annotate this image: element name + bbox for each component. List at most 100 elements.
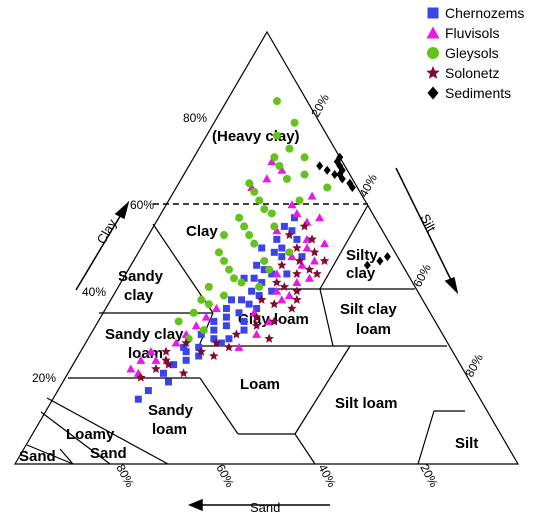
boundary-sand-right bbox=[59, 448, 74, 465]
clay-tick-80: 80% bbox=[183, 111, 207, 125]
gleysols-point bbox=[267, 209, 276, 218]
gleysols-point bbox=[214, 248, 223, 257]
texture-class-boundaries bbox=[13, 30, 520, 465]
axis-arrows bbox=[75, 167, 459, 512]
region-silt-clay-loam-1: Silt clay bbox=[340, 301, 397, 318]
fluvisols-point bbox=[264, 316, 274, 325]
gleysols-point bbox=[204, 300, 213, 309]
chernozems-point bbox=[240, 317, 248, 325]
gleysols-point bbox=[285, 144, 294, 153]
solonetz-point bbox=[279, 281, 290, 291]
chernozems-point bbox=[210, 335, 218, 343]
gleysols-legend-marker bbox=[427, 47, 439, 59]
clay-axis-ticks: 80% 60% 40% 20% bbox=[32, 111, 207, 385]
gleysols-point bbox=[290, 118, 299, 127]
region-loam: Loam bbox=[240, 376, 280, 393]
solonetz-point bbox=[312, 268, 322, 278]
chernozems-point bbox=[288, 227, 296, 235]
boundary-clay-loam-right bbox=[319, 288, 334, 347]
chernozems-point bbox=[280, 222, 288, 230]
fluvisols-point bbox=[292, 278, 302, 287]
gleysols-point bbox=[323, 183, 332, 192]
chernozems-point bbox=[253, 304, 261, 312]
gleysols-point bbox=[260, 256, 269, 265]
chernozems-point bbox=[253, 261, 261, 269]
solonetz-point bbox=[292, 243, 302, 252]
solonetz-point bbox=[319, 256, 330, 265]
sediments-point bbox=[316, 161, 324, 171]
solonetz-point bbox=[196, 346, 206, 356]
sand-arrow-head bbox=[188, 498, 203, 512]
region-sand: Sand bbox=[19, 448, 56, 465]
gleysols-point bbox=[255, 282, 264, 291]
silt-tick-60: 60% bbox=[410, 261, 434, 289]
gleysols-point bbox=[250, 187, 259, 196]
fluvisols-point bbox=[201, 312, 211, 321]
silt-axis-ticks: 20% 40% 60% 80% bbox=[308, 91, 486, 379]
region-loamy-sand-2: Sand bbox=[90, 445, 127, 462]
solonetz-point bbox=[269, 316, 279, 326]
sediments-point bbox=[383, 252, 391, 262]
region-heavy-clay: (Heavy clay) bbox=[212, 128, 300, 145]
fluvisols-point bbox=[310, 256, 320, 265]
clay-arrow-head bbox=[114, 200, 130, 220]
solonetz-point bbox=[307, 234, 317, 244]
chernozems-point bbox=[270, 248, 278, 256]
gleysols-point bbox=[174, 317, 183, 326]
region-sandy-clay-loam-1: Sandy clay bbox=[105, 326, 184, 343]
silt-arrow-head bbox=[444, 276, 459, 295]
chernozems-point bbox=[217, 339, 225, 347]
gleysols-point bbox=[189, 308, 198, 317]
clay-tick-60: 60% bbox=[130, 198, 154, 212]
solonetz-point bbox=[309, 247, 320, 257]
gleysols-point bbox=[265, 265, 274, 274]
clay-tick-20: 20% bbox=[32, 371, 56, 385]
chernozems-point bbox=[255, 292, 263, 300]
solonetz-point bbox=[211, 338, 222, 348]
chernozems-legend-marker bbox=[427, 7, 439, 19]
gleysols-point bbox=[230, 274, 239, 283]
chernozems-point bbox=[240, 326, 248, 334]
sediments-point bbox=[376, 256, 384, 266]
sediments-point bbox=[363, 260, 371, 270]
sediments-point bbox=[331, 170, 339, 180]
solonetz-point bbox=[299, 221, 310, 231]
gleysols-point bbox=[270, 153, 279, 162]
boundary-loam-right bbox=[294, 345, 351, 435]
chernozems-point bbox=[225, 335, 233, 343]
fluvisols-point bbox=[136, 355, 146, 364]
gleysols-point bbox=[275, 161, 284, 170]
gleysols-point bbox=[235, 213, 244, 222]
fluvisols-point bbox=[287, 252, 297, 261]
chernozems-point bbox=[290, 214, 298, 222]
chernozems-point bbox=[222, 313, 230, 321]
sediments-point bbox=[348, 183, 356, 193]
chernozems-point bbox=[298, 253, 306, 261]
solonetz-point bbox=[251, 312, 262, 322]
sediments-legend-label: Sediments bbox=[445, 85, 511, 101]
gleysols-point bbox=[225, 265, 233, 274]
region-silty-clay-2: clay bbox=[346, 265, 376, 282]
region-silt-loam: Silt loam bbox=[335, 395, 398, 412]
boundary-loamy-sand-top bbox=[40, 411, 111, 465]
solonetz-point bbox=[256, 294, 267, 304]
boundary-sand-upper bbox=[26, 444, 74, 465]
fluvisols-point bbox=[211, 303, 221, 312]
fluvisols-point bbox=[151, 355, 161, 364]
region-silt: Silt bbox=[455, 435, 478, 452]
chernozems-point bbox=[238, 296, 246, 304]
chernozems-legend-label: Chernozems bbox=[445, 5, 524, 21]
region-silty-clay-1: Silty bbox=[346, 247, 378, 264]
chernozems-point bbox=[258, 244, 266, 252]
fluvisols-point bbox=[277, 165, 287, 174]
fluvisols-legend-marker bbox=[426, 26, 440, 39]
solonetz-point bbox=[269, 299, 279, 309]
gleysols-point bbox=[270, 222, 279, 231]
boundary-silt-loam-left bbox=[294, 433, 316, 465]
fluvisols-point bbox=[126, 364, 136, 373]
sand-axis-label: Sand bbox=[250, 500, 280, 515]
solonetz-point bbox=[178, 368, 189, 378]
solonetz-point bbox=[277, 260, 287, 270]
chernozems-point bbox=[134, 395, 142, 403]
